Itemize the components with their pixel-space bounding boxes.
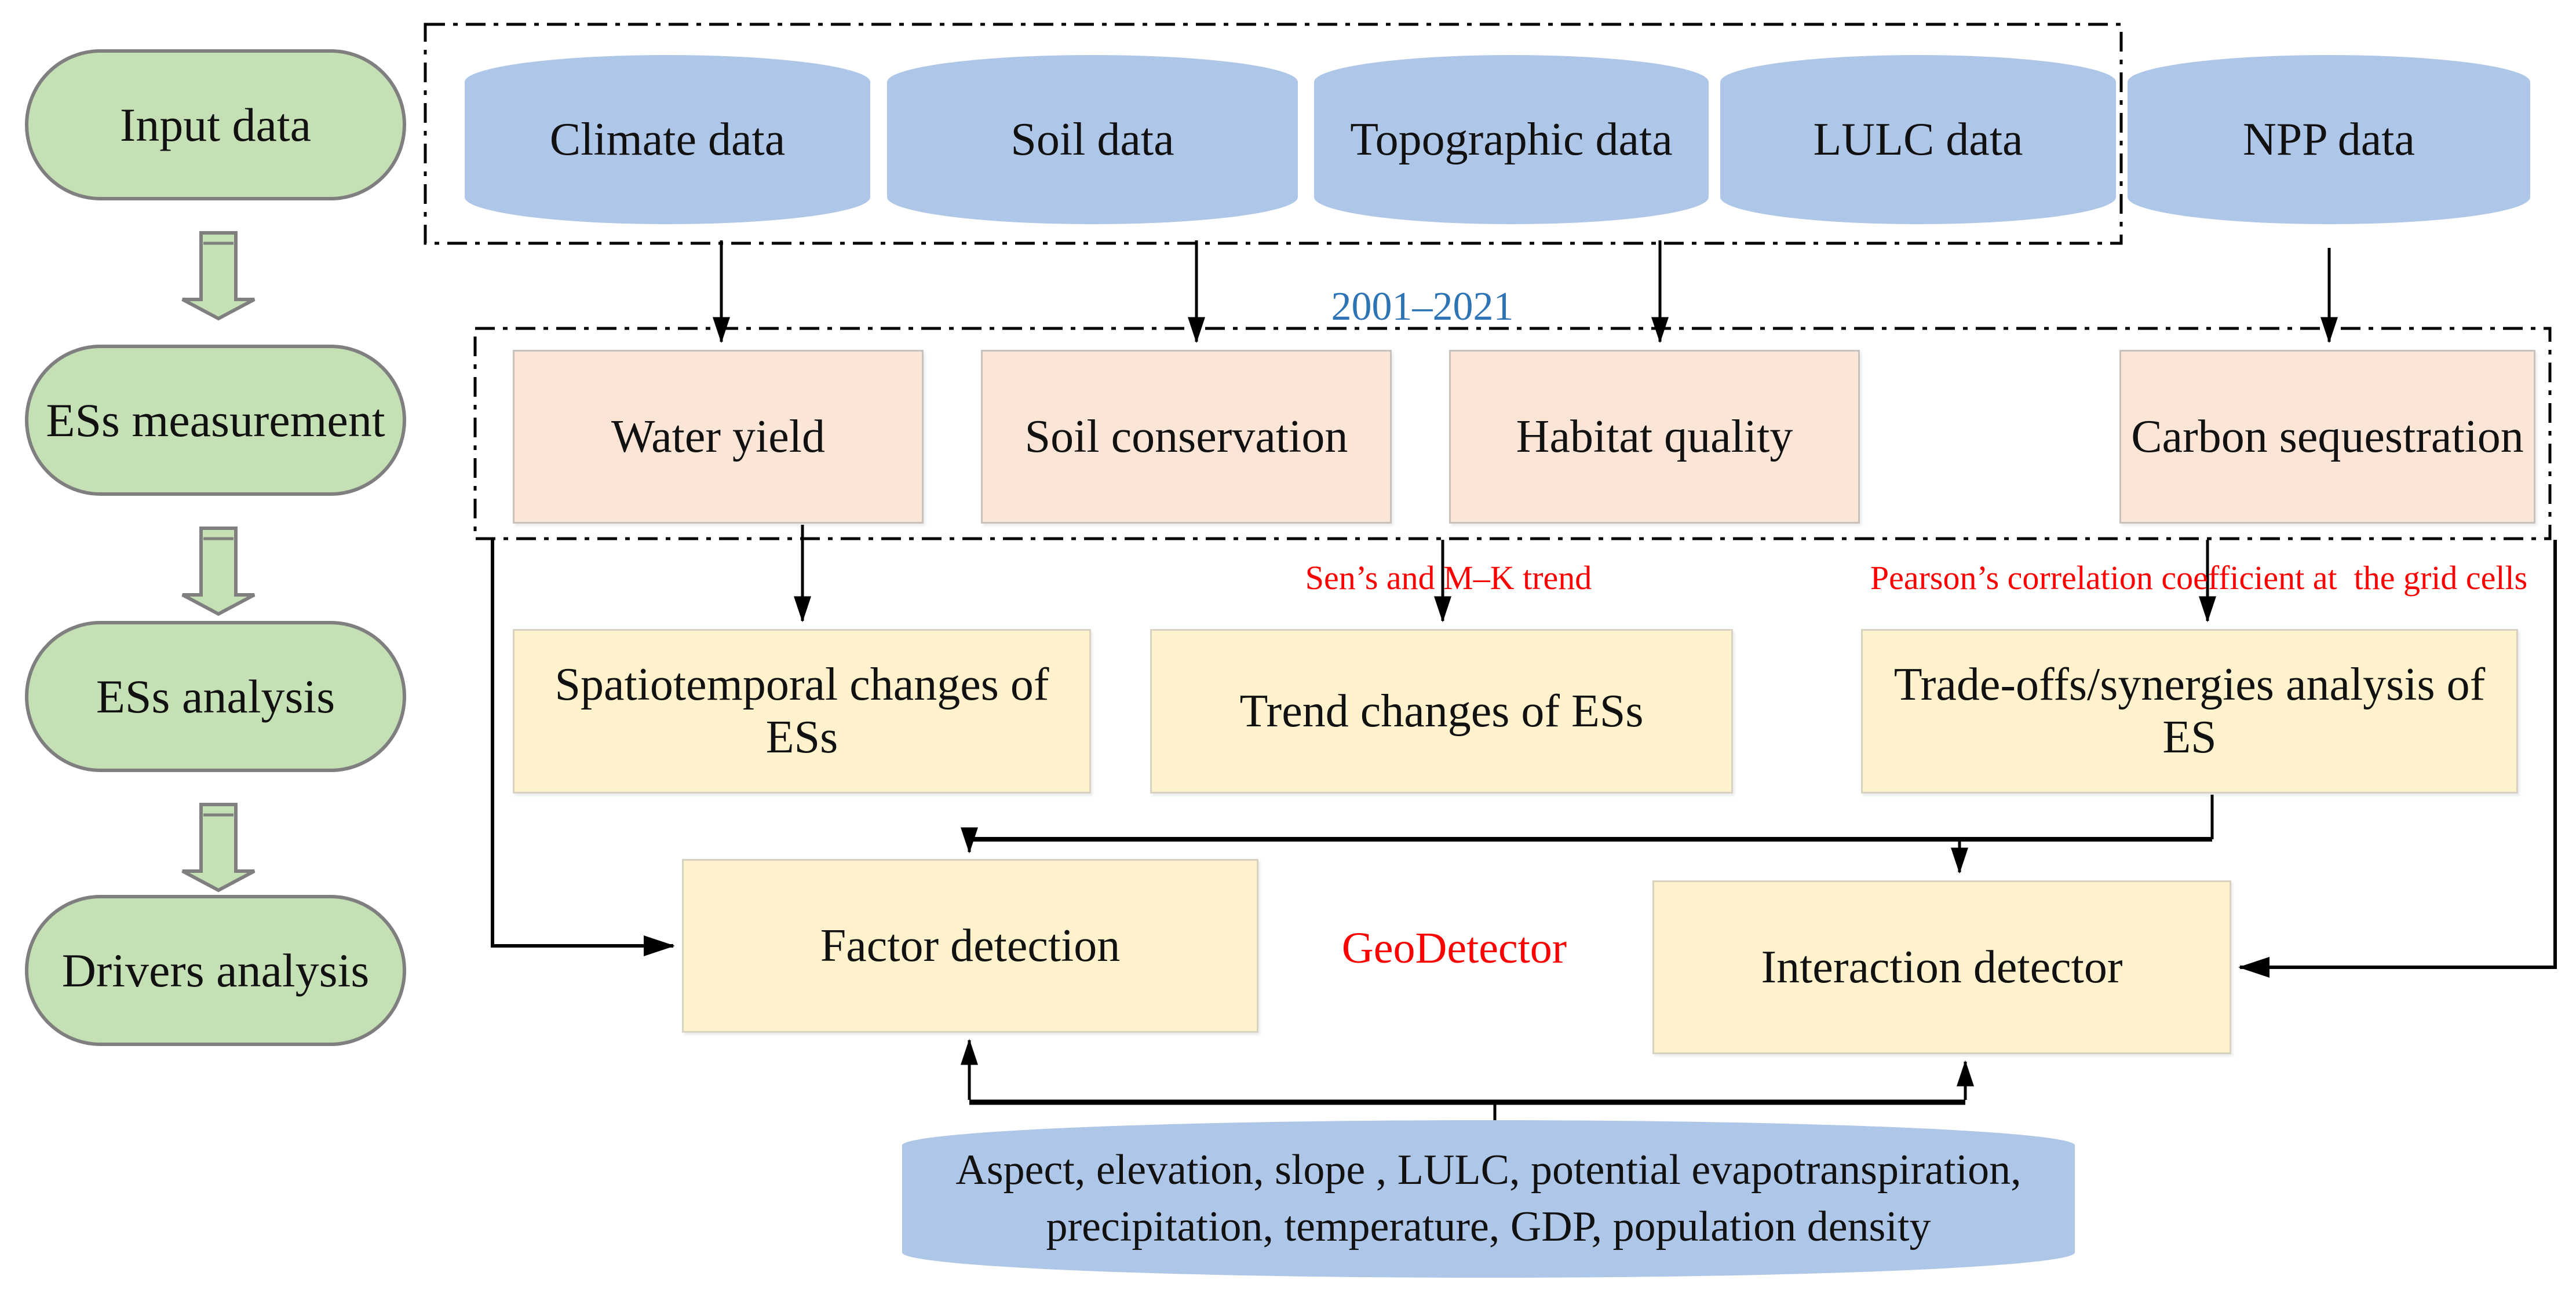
stage-label: Drivers analysis xyxy=(61,944,370,997)
period-label: 2001–2021 xyxy=(1249,284,1596,330)
dataset-cylinder-npp: NPP data xyxy=(2128,55,2530,224)
stage-label: Input data xyxy=(119,98,312,151)
dataset-label: NPP data xyxy=(2242,114,2416,165)
annotation-geodetector: GeoDetector xyxy=(1333,922,1576,974)
stage-flow-arrow-icon xyxy=(181,803,256,893)
analysis-box-tradeoffs-synergies: Trade-offs/synergies analysis of ES xyxy=(1861,629,2518,794)
dataset-label: Topographic data xyxy=(1350,114,1673,165)
stage-pill-ess-measurement: ESs measurement xyxy=(25,345,406,496)
es-box-water-yield: Water yield xyxy=(513,350,924,524)
annotation-correlation-method: Pearson’s correlation coefficient at the… xyxy=(1814,557,2576,598)
connector-es-group-to-factor-detection xyxy=(491,540,675,956)
stage-label: ESs measurement xyxy=(46,393,385,447)
analysis-box-label: Trend changes of ESs xyxy=(1239,685,1644,737)
analysis-box-label: Trade-offs/synergies analysis of ES xyxy=(1893,659,2486,763)
annotation-trend-method: Sen’s and M–K trend xyxy=(1269,557,1628,598)
detector-box-factor-detection: Factor detection xyxy=(682,859,1258,1033)
stage-flow-arrow-icon xyxy=(181,526,256,616)
analysis-box-label: Spatiotemporal changes of ESs xyxy=(554,659,1049,763)
es-box-label: Habitat quality xyxy=(1516,411,1793,462)
es-box-label: Soil conservation xyxy=(1024,411,1348,462)
stage-pill-drivers-analysis: Drivers analysis xyxy=(25,895,406,1046)
annotation-text: Pearson’s correlation coefficient at the… xyxy=(1870,558,2528,597)
es-box-label: Water yield xyxy=(611,411,825,462)
analysis-box-trend-changes: Trend changes of ESs xyxy=(1150,629,1733,794)
connector-es-group-to-interaction-detector xyxy=(2238,540,2557,978)
dataset-label: Soil data xyxy=(1010,114,1174,165)
driver-pool-line: Aspect, elevation, slope , LULC, potenti… xyxy=(955,1146,2022,1194)
dataset-label: LULC data xyxy=(1813,114,2023,165)
input-data-group-border xyxy=(424,23,2123,245)
es-box-habitat-quality: Habitat quality xyxy=(1449,350,1860,524)
detector-box-label: Factor detection xyxy=(820,920,1121,971)
stage-label: ESs analysis xyxy=(96,670,335,723)
stage-pill-input-data: Input data xyxy=(25,49,406,200)
es-measurement-group-border xyxy=(473,327,2552,540)
stage-flow-arrow-icon xyxy=(181,231,256,321)
detector-box-label: Interaction detector xyxy=(1761,941,2123,993)
dataset-cylinder-topographic: Topographic data xyxy=(1314,55,1709,224)
annotation-text: Sen’s and M–K trend xyxy=(1305,558,1592,597)
dataset-cylinder-climate: Climate data xyxy=(465,55,870,224)
dataset-cylinder-soil: Soil data xyxy=(887,55,1298,224)
es-box-soil-conservation: Soil conservation xyxy=(981,350,1392,524)
analysis-box-spatiotemporal-changes: Spatiotemporal changes of ESs xyxy=(513,629,1091,794)
es-box-carbon-sequestration: Carbon sequestration xyxy=(2119,350,2535,524)
driver-pool-line: precipitation, temperature, GDP, populat… xyxy=(1046,1203,1931,1251)
dataset-cylinder-lulc: LULC data xyxy=(1720,55,2116,224)
es-box-label: Carbon sequestration xyxy=(2131,411,2524,462)
stage-pill-ess-analysis: ESs analysis xyxy=(25,621,406,772)
driver-pool-cylinder: Aspect, elevation, slope , LULC, potenti… xyxy=(902,1120,2075,1278)
annotation-text: GeoDetector xyxy=(1341,923,1567,972)
detector-box-interaction-detector: Interaction detector xyxy=(1652,880,2231,1054)
period-text: 2001–2021 xyxy=(1331,284,1514,329)
dataset-label: Climate data xyxy=(549,114,786,165)
